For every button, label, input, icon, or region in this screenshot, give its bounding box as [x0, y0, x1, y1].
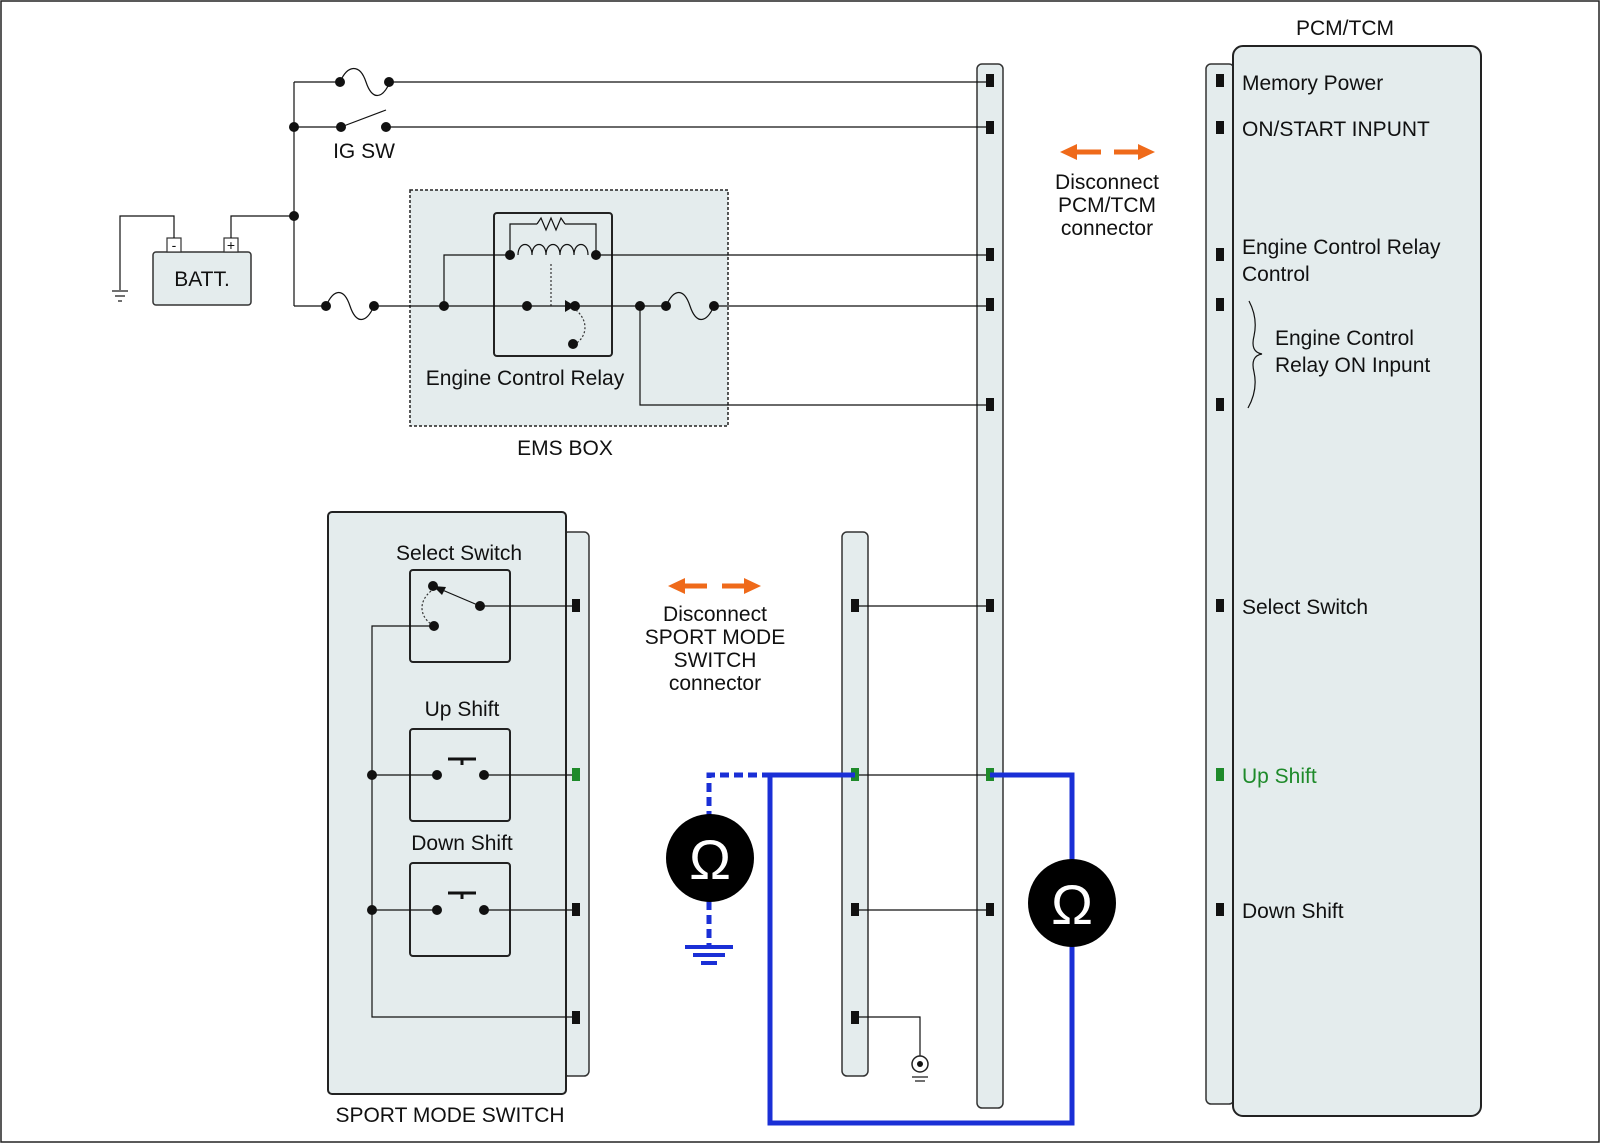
- sport-disconnect-line1: Disconnect: [663, 603, 767, 626]
- main-pin-relay-on-2: [986, 398, 994, 411]
- main-pin-memory-power: [986, 74, 994, 87]
- sport-pin-up-shift: [572, 768, 580, 781]
- pcm-label-on-start: ON/START INPUNT: [1242, 118, 1430, 141]
- pcm-tcm-panel: [1232, 45, 1482, 1117]
- pcm-pin-relay-control: [1216, 248, 1224, 261]
- middle-connector-strip: [841, 531, 869, 1077]
- relay-resistor-icon: [536, 216, 566, 232]
- sport-disconnect-line4: connector: [669, 672, 761, 695]
- pcm-pin-up-shift: [1216, 768, 1224, 781]
- battery-label: BATT.: [174, 268, 230, 291]
- up-shift-label: Up Shift: [425, 698, 500, 721]
- pcm-label-relay-control-line2: Control: [1242, 263, 1310, 286]
- sport-mode-switch: SPORT MODE SWITCH Select Switch Up Shift…: [327, 511, 590, 1127]
- pcm-pin-memory-power: [1216, 74, 1224, 87]
- chassis-ground-icon: [911, 1055, 929, 1082]
- main-harness-connector: [976, 63, 1004, 1109]
- pcm-label-relay-on-line1: Engine Control: [1275, 327, 1414, 350]
- main-pin-down-shift: [986, 903, 994, 916]
- select-switch-blade-icon: [439, 588, 481, 607]
- sport-disconnect-note: Disconnect SPORT MODE SWITCH connector: [645, 578, 785, 695]
- pcm-disconnect-line3: connector: [1061, 217, 1153, 240]
- down-shift-label: Down Shift: [411, 832, 513, 855]
- main-pin-relay-control: [986, 248, 994, 261]
- pcm-disconnect-note: Disconnect PCM/TCM connector: [1055, 144, 1159, 240]
- middle-pin-down-shift: [851, 903, 859, 916]
- pcm-label-relay-control-line1: Engine Control Relay: [1242, 236, 1441, 259]
- sport-pin-down-shift: [572, 903, 580, 916]
- battery-ground-icon: [112, 290, 128, 302]
- select-switch-box: [409, 569, 511, 663]
- battery-body: [152, 251, 252, 306]
- pcm-pin-relay-on-1: [1216, 298, 1224, 311]
- relay-label: Engine Control Relay: [426, 367, 625, 390]
- pcm-relay-on-brace: [1247, 300, 1263, 409]
- ig-switch-blade-icon: [340, 109, 387, 128]
- pcm-title: PCM/TCM: [1296, 17, 1394, 40]
- svg-text:Ω: Ω: [689, 828, 731, 891]
- pcm-disconnect-line1: Disconnect: [1055, 171, 1159, 194]
- fuse-relay-supply-icon: [325, 291, 375, 321]
- pcm-tcm-module: PCM/TCM Memory Power ON/START INPUNT Eng…: [1205, 17, 1482, 1117]
- meter-wiring: [685, 772, 1075, 1126]
- pcm-disconnect-line2: PCM/TCM: [1058, 194, 1156, 217]
- ig-switch-label: IG SW: [333, 140, 395, 163]
- sport-pin-common: [572, 1011, 580, 1024]
- middle-connector: [841, 531, 986, 1082]
- svg-text:Ω: Ω: [1051, 873, 1093, 936]
- fuse-memory-icon: [339, 67, 391, 97]
- pcm-label-down-shift: Down Shift: [1242, 900, 1344, 923]
- pcm-label-memory-power: Memory Power: [1242, 72, 1383, 95]
- pcm-label-select-switch: Select Switch: [1242, 596, 1368, 619]
- main-pin-on-start: [986, 121, 994, 134]
- sport-disconnect-line3: SWITCH: [674, 649, 757, 672]
- pcm-connector-strip: [1205, 63, 1235, 1105]
- relay-box: [493, 212, 613, 357]
- disconnect-arrow-icon: [668, 578, 761, 594]
- meter-ground-icon: [685, 945, 733, 965]
- main-connector-strip: [976, 63, 1004, 1109]
- select-switch-label: Select Switch: [396, 542, 522, 565]
- ohmmeter-right-icon: Ω: [1028, 859, 1116, 947]
- down-shift-pushbutton-icon: [448, 891, 476, 899]
- sport-pin-select: [572, 599, 580, 612]
- up-shift-pushbutton-icon: [448, 757, 476, 765]
- middle-pin-ground: [851, 1011, 859, 1024]
- pcm-pin-select-switch: [1216, 599, 1224, 612]
- pcm-pin-on-start: [1216, 121, 1224, 134]
- ohmmeter-left-icon: Ω: [666, 814, 754, 902]
- sport-mode-switch-label: SPORT MODE SWITCH: [335, 1104, 564, 1127]
- battery-pos-sign: +: [227, 237, 235, 253]
- ems-box-label: EMS BOX: [517, 437, 613, 460]
- ems-box: EMS BOX Engine Control Relay: [374, 189, 986, 460]
- relay-coil-icon: [517, 243, 589, 256]
- sport-disconnect-line2: SPORT MODE: [645, 626, 785, 649]
- main-pin-relay-on-1: [986, 298, 994, 311]
- pcm-label-up-shift: Up Shift: [1242, 765, 1317, 788]
- main-pin-select-switch: [986, 599, 994, 612]
- disconnect-arrow-icon: [1060, 144, 1155, 160]
- pcm-pin-relay-on-2: [1216, 398, 1224, 411]
- battery-supply-section: - + BATT. IG SW: [112, 67, 986, 321]
- middle-pin-select: [851, 599, 859, 612]
- pcm-pin-down-shift: [1216, 903, 1224, 916]
- fuse-relay-output-icon: [665, 291, 715, 321]
- pcm-label-relay-on-line2: Relay ON Inpunt: [1275, 354, 1430, 377]
- battery-neg-sign: -: [172, 237, 177, 253]
